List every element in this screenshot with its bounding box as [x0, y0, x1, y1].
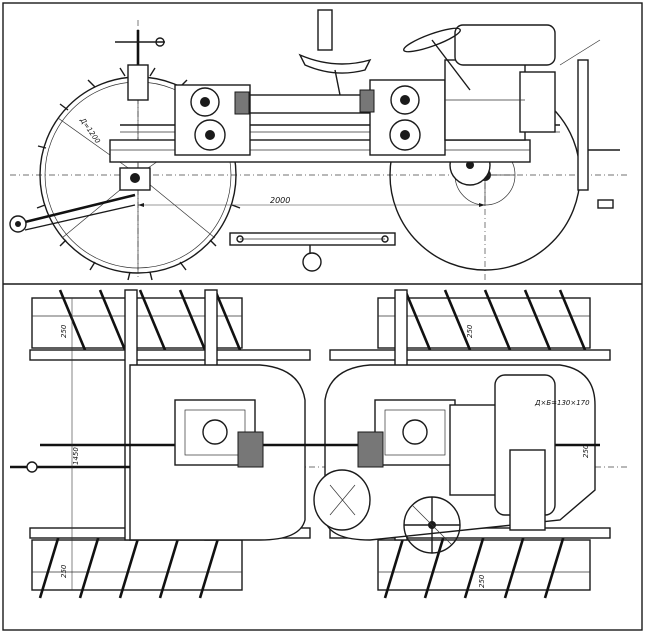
front-side-label: 250: [466, 324, 474, 338]
steering-wheel-plan: [403, 496, 461, 554]
rear-axle-upper-label: 250: [60, 324, 68, 338]
side-elevation-view: 2000 Д=1200: [9, 9, 630, 281]
bottom-offset-label: 250: [478, 574, 486, 588]
track-width-label: 1450: [72, 447, 80, 465]
rear-gearbox-plan: [174, 399, 264, 468]
front-wheel-plan-upper: [377, 289, 591, 351]
engine-plan: [449, 374, 556, 531]
lug-spacing-label: 250: [582, 444, 590, 458]
engine-side: [444, 24, 556, 141]
front-wheel-plan-lower: [377, 531, 591, 599]
drawbar-plan: [10, 461, 130, 473]
seat-plan: [313, 469, 371, 531]
rear-wheel-plan-lower: [31, 531, 243, 599]
rear-lever-side: [115, 30, 165, 101]
steering-wheel-side: [403, 27, 471, 91]
wheelbase-label: 2000: [270, 196, 290, 205]
front-gearbox-side: [359, 79, 446, 156]
plan-view: 1450 250 250 250 250 250 Д×Б=130×170: [10, 289, 630, 599]
drawbar-side: [9, 167, 151, 233]
rear-gearbox-side: [174, 84, 251, 156]
front-gearbox-plan: [357, 399, 456, 468]
front-wheel-size-label: Д×Б=130×170: [534, 399, 590, 407]
underside-beam: [229, 232, 396, 272]
rear-axle-lower-label: 250: [60, 564, 68, 578]
wheelbase-dimension: [138, 203, 485, 207]
front-posts-side: [559, 39, 620, 209]
seat-side: [298, 9, 372, 96]
